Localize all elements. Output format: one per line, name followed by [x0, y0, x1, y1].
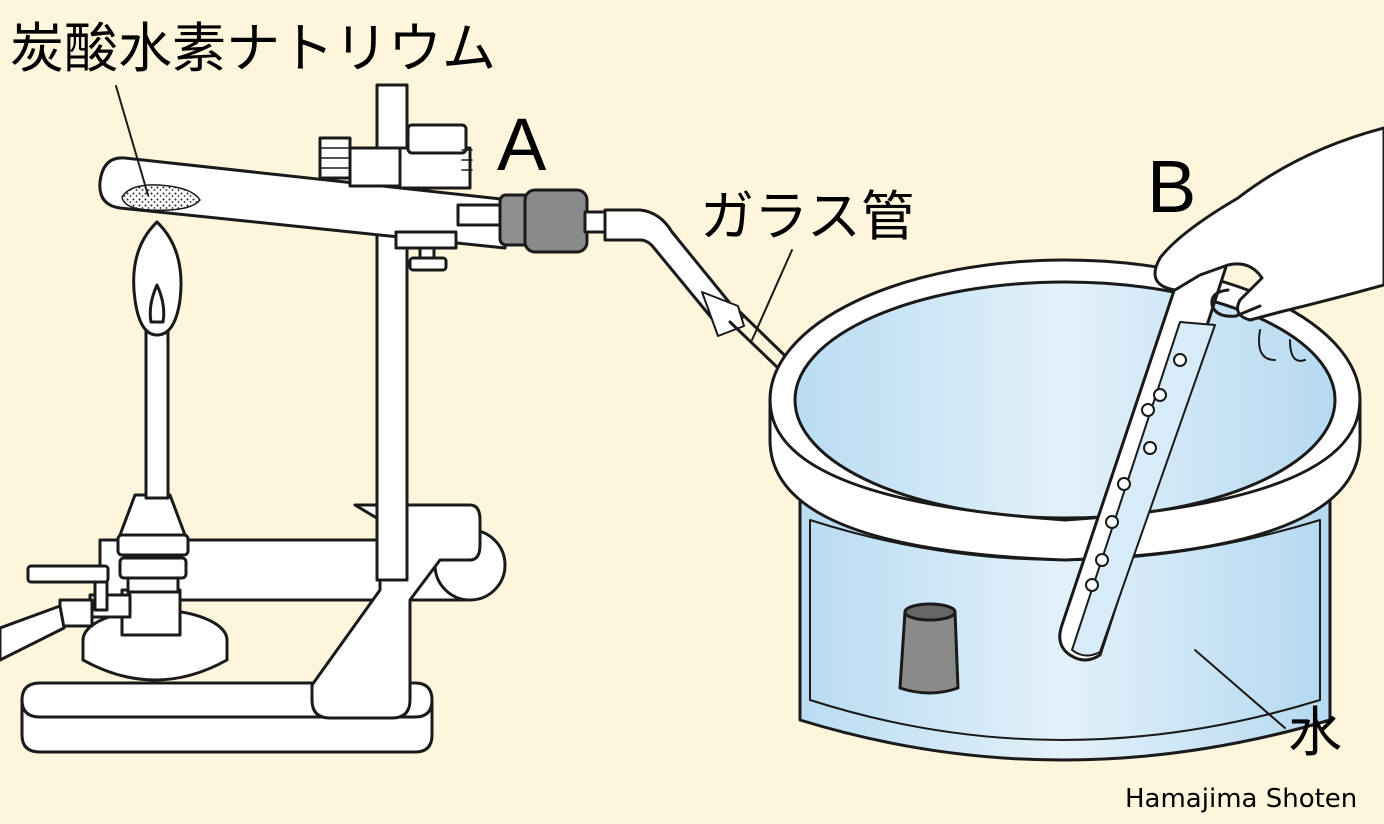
test-tube-a: [98, 156, 512, 250]
hand: [1153, 126, 1384, 362]
small-cup: [898, 602, 960, 695]
flame: [132, 220, 183, 337]
leader-glass-tube: [751, 249, 793, 341]
label-water: 水: [1288, 701, 1342, 764]
label-point-a: A: [497, 103, 547, 186]
bunsen-burner: [0, 328, 229, 682]
powder-sample: [121, 184, 201, 212]
label-point-b: B: [1147, 145, 1197, 228]
label-glass-tube: ガラス管: [700, 185, 915, 248]
clamp: [318, 123, 473, 272]
publisher-credit: Hamajima Shoten: [1125, 784, 1358, 814]
leader-chemical: [115, 85, 149, 196]
test-tube-b: [1058, 224, 1238, 662]
leader-lines: [115, 85, 1286, 729]
label-sodium-bicarbonate: 炭酸水素ナトリウム: [10, 17, 496, 80]
leader-water: [1194, 649, 1286, 729]
water-basin: [768, 258, 1362, 762]
rubber-stopper: [498, 188, 609, 254]
